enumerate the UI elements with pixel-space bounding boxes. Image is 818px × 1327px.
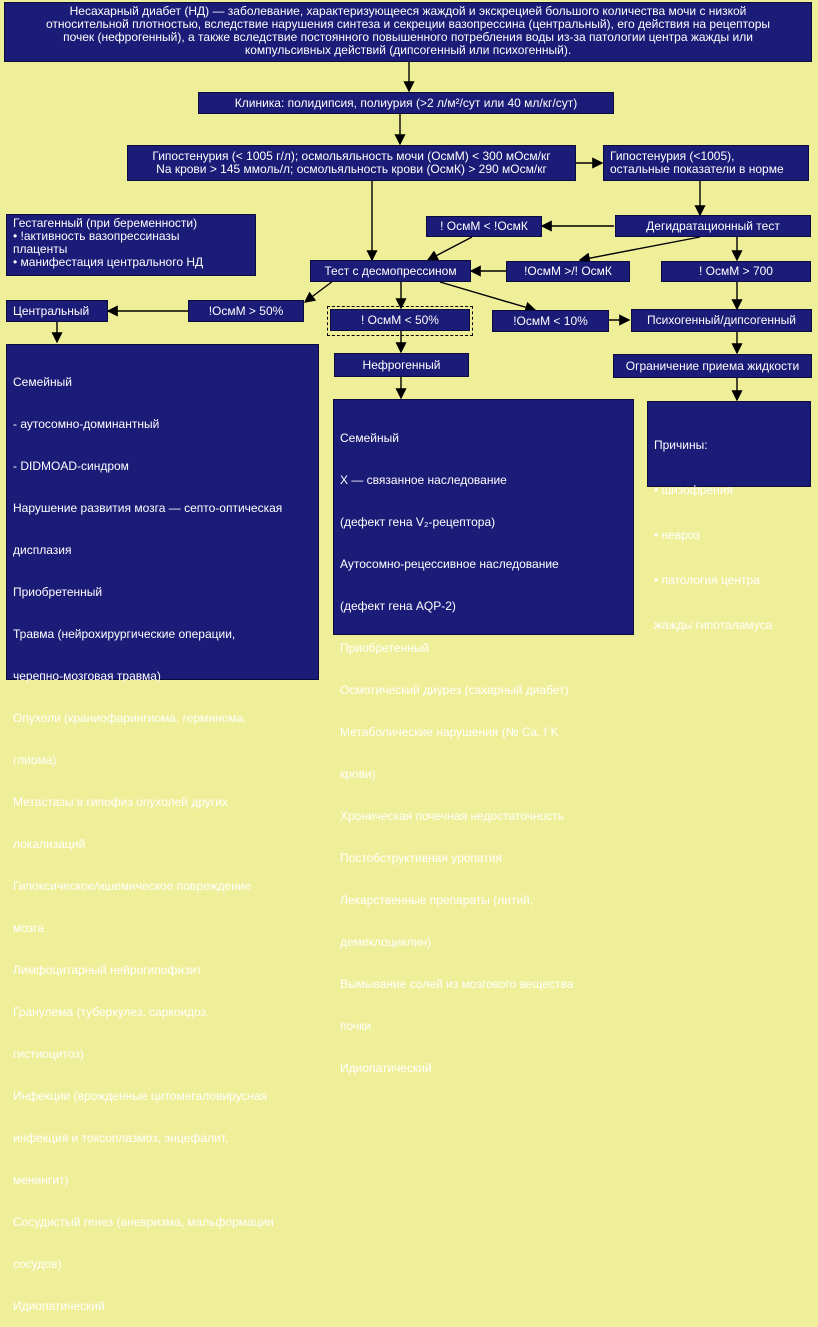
dehydration-test-box: Дегидратационный тест bbox=[615, 215, 811, 237]
hyposthenuria-criteria-box: Гипостенурия (< 1005 г/л); осмольяльност… bbox=[127, 145, 576, 181]
psycho-cause-line: • патология центра bbox=[654, 573, 760, 587]
nephro-cause-line: Идиопатический bbox=[340, 1061, 432, 1075]
criteria-line: Na крови > 145 ммоль/л; осмольяльность к… bbox=[156, 162, 547, 176]
central-cause-line: Опухоли (краниофарингиома, герминома, bbox=[13, 711, 247, 725]
gestational-line: плаценты bbox=[13, 242, 68, 256]
dehydration-test-text: Дегидратационный тест bbox=[646, 219, 780, 233]
definition-line: Несахарный диабет (НД) — заболевание, ха… bbox=[69, 4, 747, 18]
central-cause-line: Гипоксическое/ишемическое повреждение bbox=[13, 879, 252, 893]
hyposthenuria-normal-box: Гипостенурия (<1005), остальные показате… bbox=[603, 145, 809, 181]
osm-lt-osmk-box: ! ОсмМ < !ОсмК bbox=[426, 216, 542, 237]
definition-line: компульсивных действий (дипсогенный или … bbox=[244, 43, 572, 57]
desmopressin-test-box: Тест с десмопрессином bbox=[310, 260, 471, 282]
nephro-cause-line: Метаболические нарушения (№ Ca, ľ K bbox=[340, 725, 559, 739]
central-cause-line: Инфекции (врожденные цитомегаловирусная bbox=[13, 1089, 268, 1103]
criteria-line: Гипостенурия (< 1005 г/л); осмольяльност… bbox=[152, 149, 551, 163]
central-cause-line: Лимфоцитарный нейрогипофизит bbox=[13, 963, 202, 977]
nephro-cause-line: X — связанное наследование bbox=[340, 473, 507, 487]
normal-line: остальные показатели в норме bbox=[610, 162, 784, 176]
nephro-cause-line: Аутосомно-рецессивное наследование bbox=[340, 557, 559, 571]
nephro-cause-line: Лекарственные препараты (литий, bbox=[340, 893, 534, 907]
psycho-cause-line: жажды гипоталамуса bbox=[654, 618, 773, 632]
nephro-cause-line: крови) bbox=[340, 767, 376, 781]
central-cause-line: - аутосомно-доминантный bbox=[13, 417, 160, 431]
osm-gt-50-box: !ОсмМ > 50% bbox=[188, 300, 304, 322]
nephro-cause-line: (дефект гена AQP-2) bbox=[340, 599, 456, 613]
central-cause-line: Семейный bbox=[13, 375, 72, 389]
nephro-cause-line: Осмотический диурез (сахарный диабет) bbox=[340, 683, 569, 697]
central-cause-line: Нарушение развития мозга — септо-оптичес… bbox=[13, 501, 283, 515]
nephro-cause-line: Хроническая почечная недостаточность bbox=[340, 809, 565, 823]
psycho-cause-line: Причины: bbox=[654, 438, 708, 452]
central-cause-line: локализаций bbox=[13, 837, 86, 851]
central-cause-line: инфекция и токсоплазмоз, энцефалит, bbox=[13, 1131, 229, 1145]
osm-lt-10-box: !ОсмМ < 10% bbox=[492, 310, 609, 332]
central-cause-line: менингит) bbox=[13, 1173, 69, 1187]
nephro-cause-line: (дефект гена V₂-рецептора) bbox=[340, 515, 496, 529]
central-cause-line: Метастазы в гипофиз опухолей других bbox=[13, 795, 228, 809]
fluid-restriction-box: Ограничение приема жидкости bbox=[613, 354, 812, 378]
central-causes-box: Семейный - аутосомно-доминантный - DIDMO… bbox=[6, 344, 319, 1313]
clinic-box: Клиника: полидипсия, полиурия (>2 л/м²/с… bbox=[198, 92, 614, 114]
central-cause-line: дисплазия bbox=[13, 543, 72, 557]
central-cause-line: - DIDMOAD-синдром bbox=[13, 459, 129, 473]
nephro-cause-line: Вымывание солей из мозгового вещества bbox=[340, 977, 574, 991]
central-text: Центральный bbox=[13, 304, 90, 318]
osm-ge-osmk-text: !ОсмМ >/! ОсмК bbox=[524, 264, 612, 278]
nephro-cause-line: Постобструктивная уропатия bbox=[340, 851, 503, 865]
definition-line: относительной плотностью, вследствие нар… bbox=[45, 17, 771, 31]
central-cause-line: глиома) bbox=[13, 753, 57, 767]
osm-ge-osmk-box: !ОсмМ >/! ОсмК bbox=[506, 261, 630, 282]
gestational-line: • манифестация центрального НД bbox=[13, 255, 204, 269]
central-cause-line: сосудов) bbox=[13, 1257, 62, 1271]
osm-gt-700-box: ! ОсмМ > 700 bbox=[661, 261, 811, 282]
central-cause-line: гистиоцитоз) bbox=[13, 1047, 84, 1061]
osm-lt-osmk-text: ! ОсмМ < !ОсмК bbox=[440, 219, 528, 233]
psycho-cause-line: • невроз bbox=[654, 528, 700, 542]
central-box: Центральный bbox=[6, 300, 108, 322]
nephrogenic-causes-box: Семейный X — связанное наследование (деф… bbox=[333, 399, 634, 1075]
osm-lt-50-text: ! ОсмМ < 50% bbox=[361, 313, 439, 327]
osm-lt-10-text: !ОсмМ < 10% bbox=[513, 314, 588, 328]
psychogenic-text: Психогенный/дипсогенный bbox=[647, 313, 796, 327]
osm-lt-50-box: ! ОсмМ < 50% bbox=[330, 309, 470, 331]
central-cause-line: Гранулема (туберкулез, саркоидоз, bbox=[13, 1005, 210, 1019]
fluid-restriction-text: Ограничение приема жидкости bbox=[625, 359, 800, 373]
osm-gt-700-text: ! ОсмМ > 700 bbox=[699, 264, 773, 278]
connector-arrows bbox=[51, 62, 743, 402]
central-cause-line: Приобретенный bbox=[13, 585, 103, 599]
normal-line: Гипостенурия (<1005), bbox=[610, 149, 735, 163]
central-cause-line: Сосудистый генез (аневризма, мальформаци… bbox=[13, 1215, 274, 1229]
psychogenic-causes-box: Причины: • шизофрения • невроз • патолог… bbox=[647, 401, 811, 632]
psycho-cause-line: • шизофрения bbox=[654, 483, 733, 497]
osm-lt-50-selection-outline bbox=[327, 306, 473, 336]
gestational-box: Гестагенный (при беременности) • !активн… bbox=[6, 214, 256, 276]
gestational-line: Гестагенный (при беременности) bbox=[13, 216, 198, 230]
desmopressin-test-text: Тест с десмопрессином bbox=[324, 264, 457, 278]
nephro-cause-line: Семейный bbox=[340, 431, 399, 445]
nephrogenic-text: Нефрогенный bbox=[362, 358, 441, 372]
definition-line: почек (нефрогенный), а также вследствие … bbox=[63, 30, 753, 44]
gestational-line: • !активность вазопрессиназы bbox=[13, 229, 180, 243]
central-cause-line: мозга bbox=[13, 921, 45, 935]
clinic-text: Клиника: полидипсия, полиурия (>2 л/м²/с… bbox=[234, 96, 578, 110]
central-cause-line: черепно-мозговая травма) bbox=[13, 669, 161, 683]
psychogenic-box: Психогенный/дипсогенный bbox=[631, 309, 812, 332]
osm-gt-50-text: !ОсмМ > 50% bbox=[208, 304, 284, 318]
nephro-cause-line: демеклоциклин) bbox=[340, 935, 432, 949]
central-cause-line: Идиопатический bbox=[13, 1299, 105, 1313]
nephrogenic-box: Нефрогенный bbox=[334, 353, 469, 377]
central-cause-line: Травма (нейрохирургические операции, bbox=[13, 627, 236, 641]
nephro-cause-line: Приобретенный bbox=[340, 641, 430, 655]
nephro-cause-line: почки bbox=[340, 1019, 372, 1033]
definition-box: Несахарный диабет (НД) — заболевание, ха… bbox=[4, 2, 812, 62]
